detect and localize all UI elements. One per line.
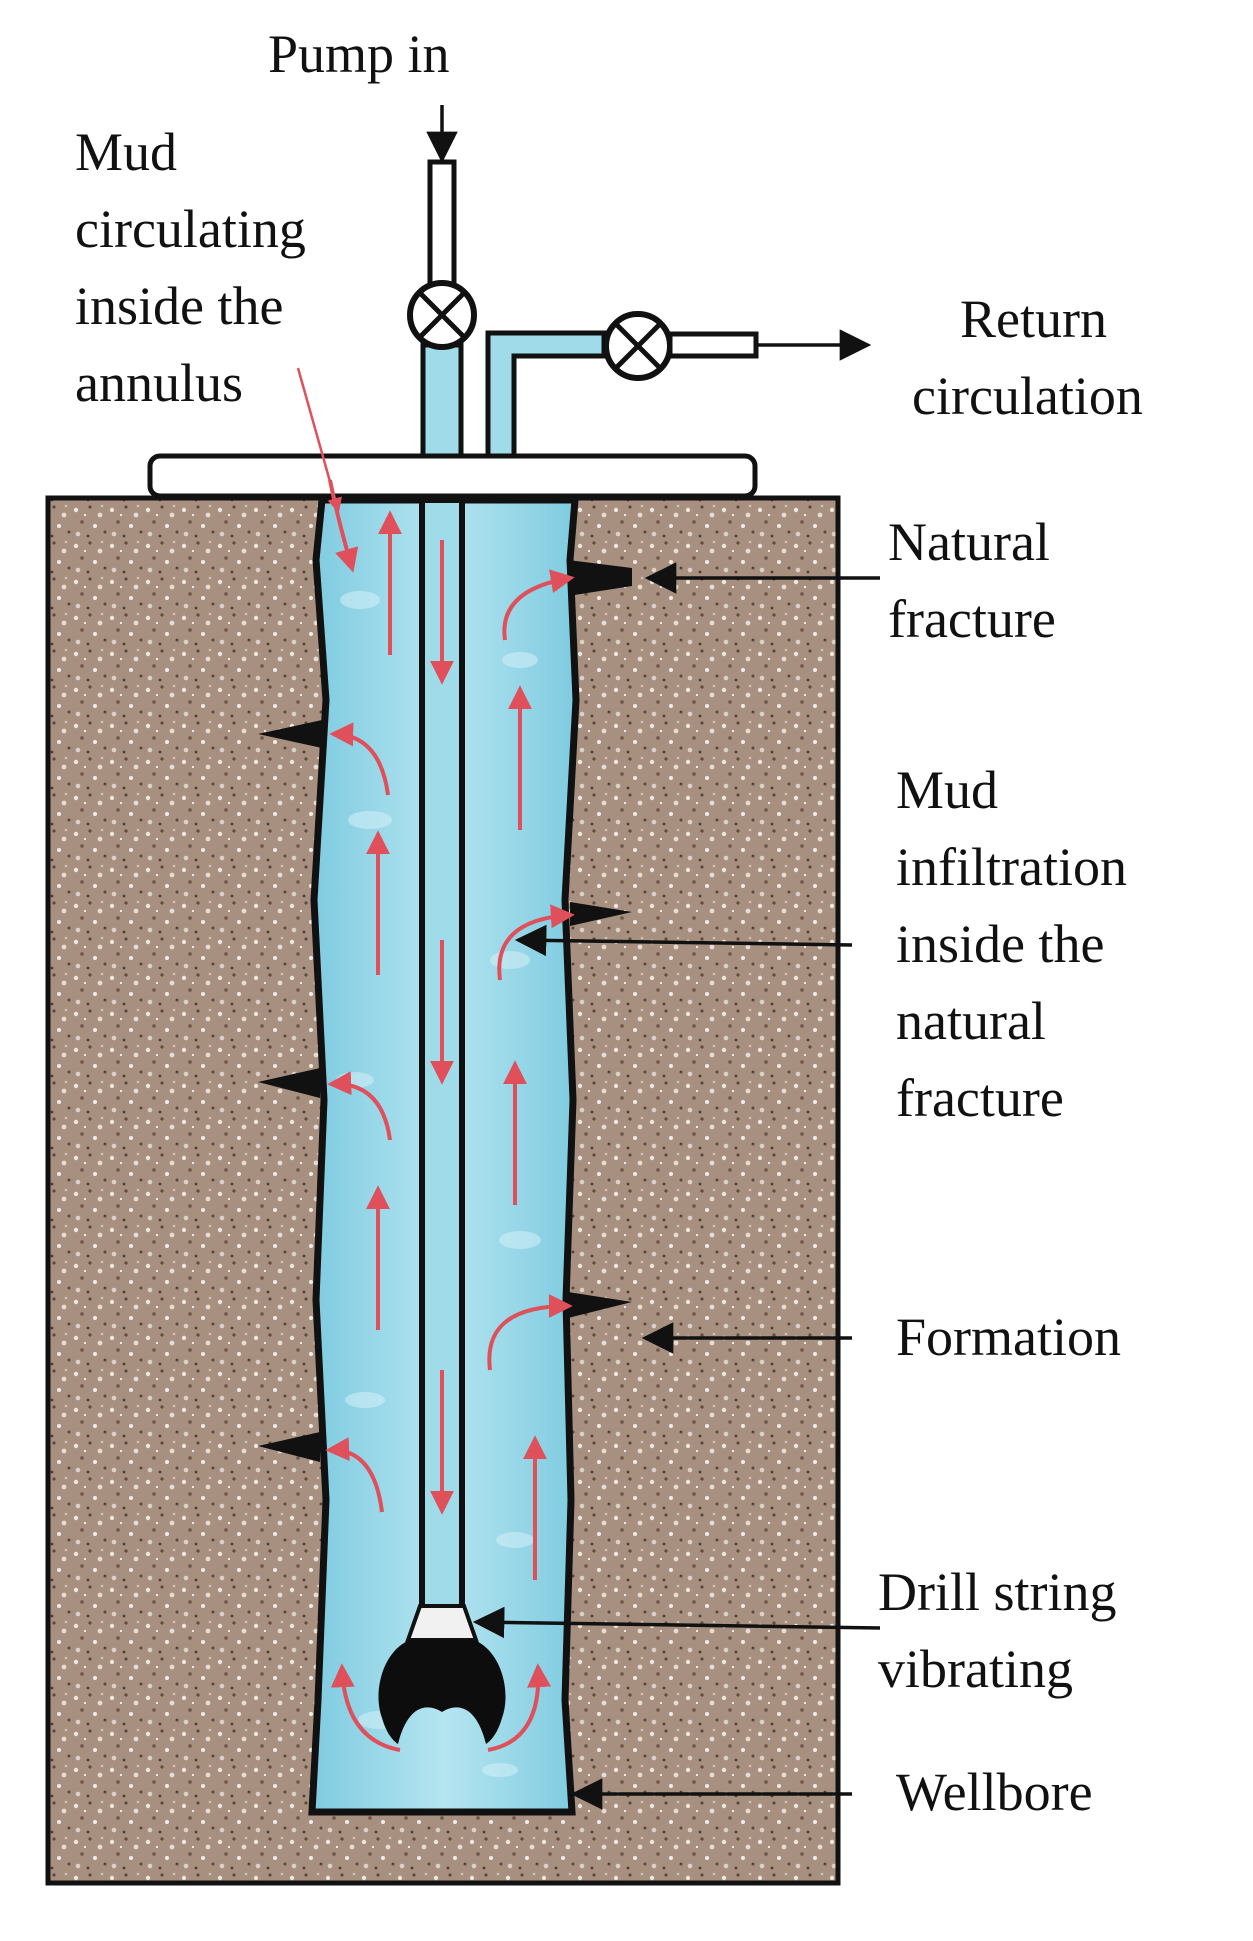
mud-infiltration-label: Mud infiltration inside the natural frac… [896, 760, 1140, 1128]
drill-bit [378, 1604, 506, 1744]
fracture-right-1 [568, 560, 632, 596]
fracture-left-2 [258, 1068, 320, 1098]
return-valve-icon [603, 311, 673, 381]
fracture-right-2 [570, 902, 632, 926]
flow-arrows [325, 479, 575, 1752]
natural-fracture-label: Natural fracture [888, 512, 1063, 649]
fracture-left-1 [258, 720, 322, 748]
inlet-pipe-upper [427, 159, 457, 289]
drill-string-label: Drill string vibrating [878, 1562, 1130, 1699]
flow-arrow-into-fracture [487, 1294, 573, 1371]
mud-circulating-pointer [296, 367, 342, 513]
mud-circulating-label: Mud circulating inside the annulus [75, 122, 319, 413]
inlet-pipe-lower [420, 342, 464, 459]
fracture-right-3 [568, 1292, 632, 1318]
wellhead-plate [147, 453, 758, 499]
natural-fractures [258, 560, 632, 1462]
return-pipe [485, 330, 607, 459]
flow-arrow-into-fracture [329, 722, 390, 796]
bit-cutters [378, 1640, 506, 1744]
flow-arrow-into-fracture [325, 1437, 384, 1513]
flow-arrow-bit-right [487, 1663, 552, 1752]
flow-arrow-into-fracture [497, 904, 575, 981]
bit-collar [405, 1604, 479, 1642]
return-outlet-pipe [667, 331, 759, 359]
wellbore-label: Wellbore [896, 1762, 1093, 1822]
drill-string-pointer [472, 1606, 881, 1639]
formation-label: Formation [896, 1307, 1121, 1367]
pointer-arrows [296, 105, 881, 1810]
flow-arrow-bit-left [330, 1663, 401, 1752]
flow-arrow-into-fracture [327, 1071, 392, 1141]
fracture-left-3 [258, 1432, 320, 1462]
flow-arrow-into-fracture [502, 569, 575, 641]
mud-infiltration-pointer [514, 924, 853, 957]
pump-in-label: Pump in [268, 24, 450, 84]
inlet-valve-icon [407, 280, 477, 350]
return-circulation-label: Return circulation [912, 289, 1143, 426]
